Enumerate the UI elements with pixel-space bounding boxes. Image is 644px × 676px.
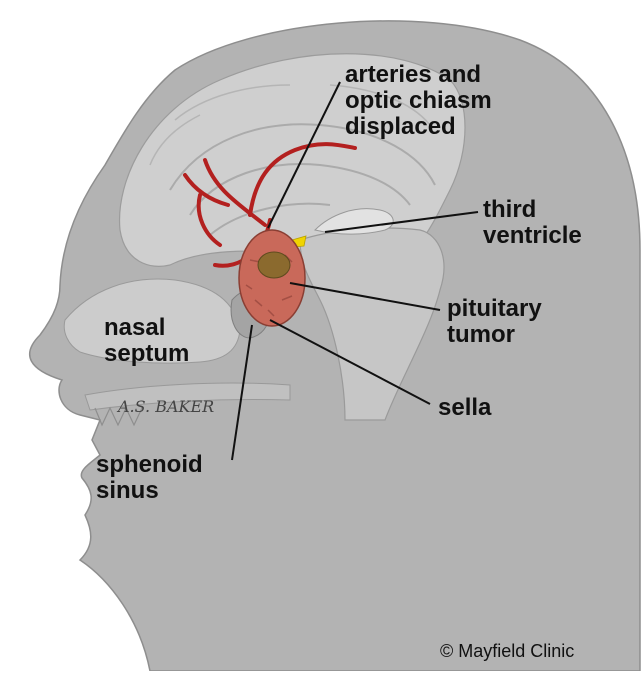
label-line: third [483,197,582,223]
label-line: tumor [447,322,542,348]
label-sella: sella [438,395,491,421]
label-third-ventricle: third ventricle [483,197,582,249]
copyright-notice: © Mayfield Clinic [440,641,574,662]
label-line: arteries and [345,62,492,88]
label-line: septum [104,341,189,367]
label-line: displaced [345,114,492,140]
label-arteries-optic-chiasm: arteries and optic chiasm displaced [345,62,492,140]
artist-signature: A.S. BAKER [118,397,214,416]
label-line: sella [438,395,491,421]
label-sphenoid-sinus: sphenoid sinus [96,452,203,504]
label-line: sphenoid [96,452,203,478]
label-line: pituitary [447,296,542,322]
tumor-core [258,252,290,278]
label-nasal-septum: nasal septum [104,315,189,367]
label-pituitary-tumor: pituitary tumor [447,296,542,348]
label-line: nasal [104,315,189,341]
label-line: sinus [96,478,203,504]
label-line: optic chiasm [345,88,492,114]
label-line: ventricle [483,223,582,249]
